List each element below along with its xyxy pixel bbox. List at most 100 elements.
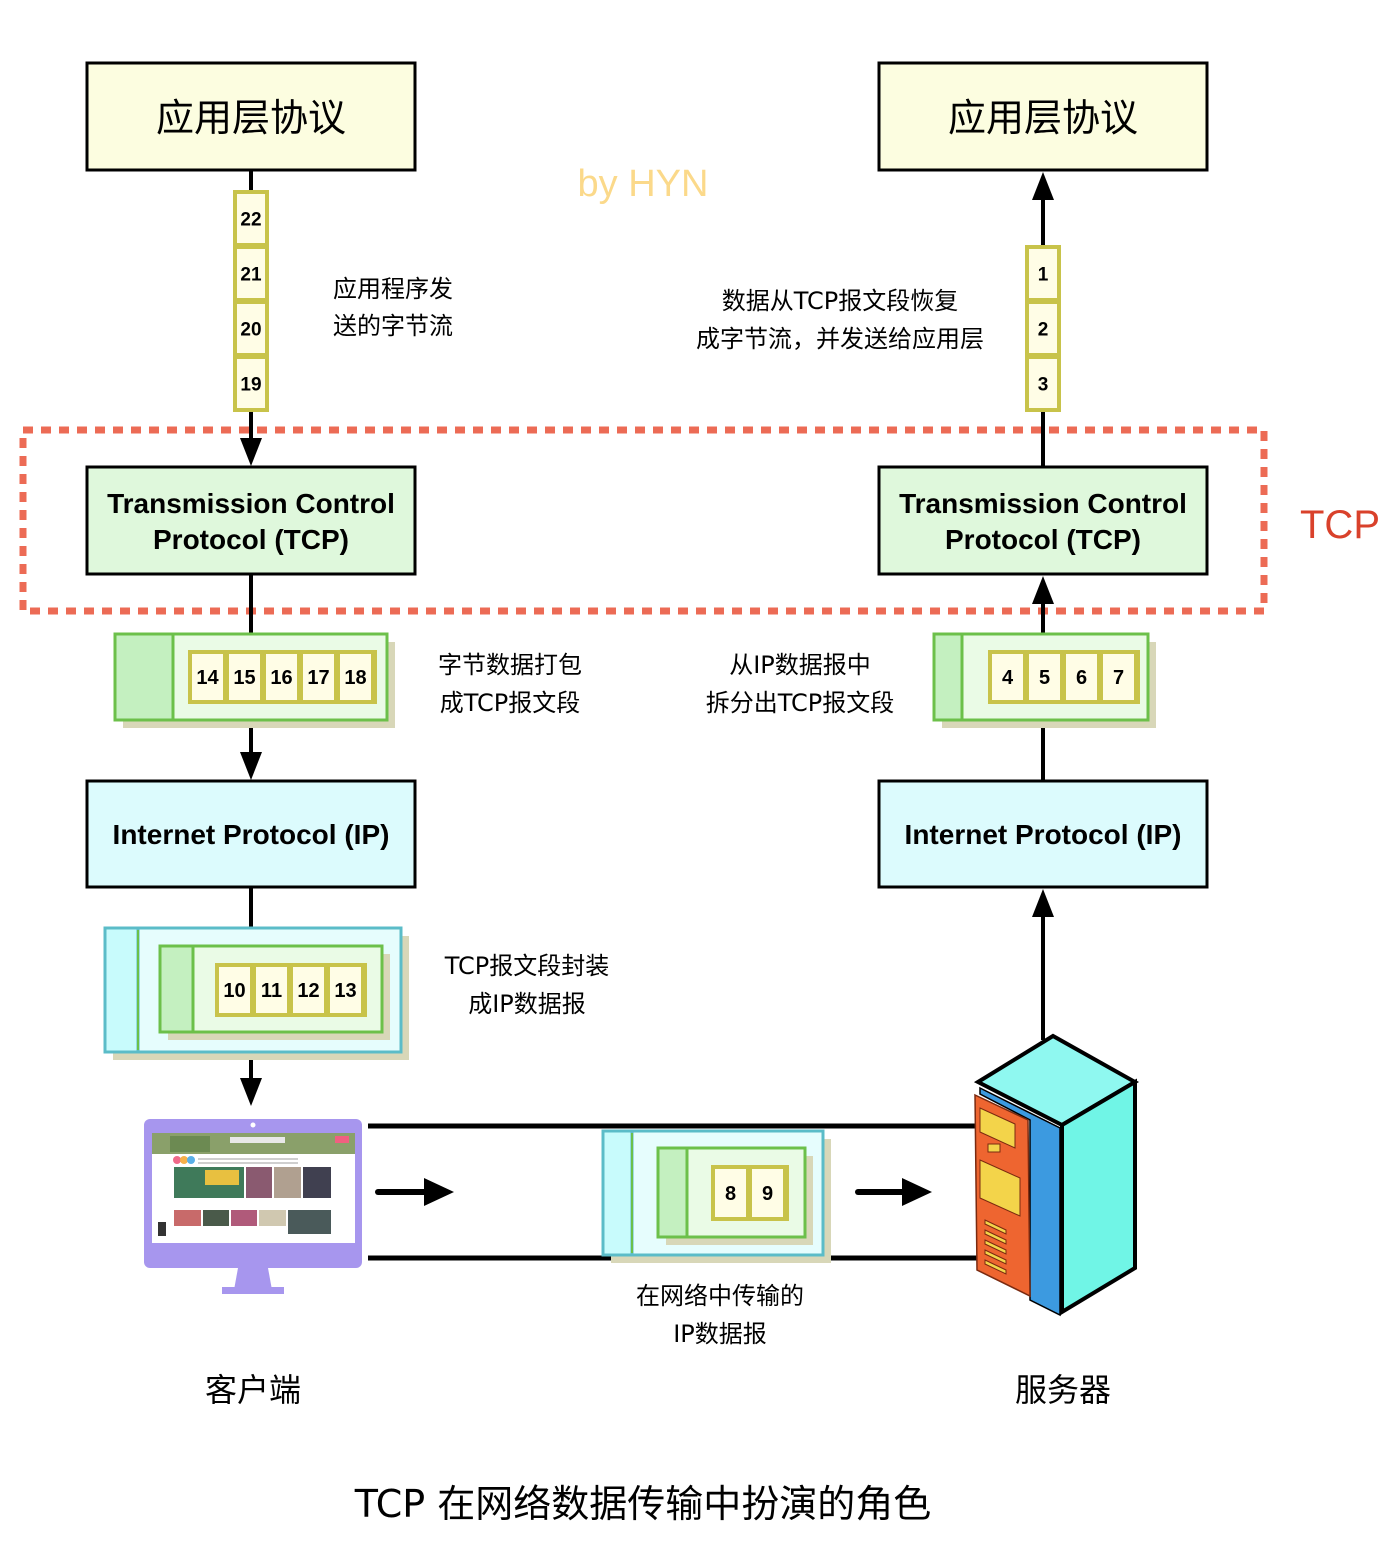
byte-cell: 7 [1099,650,1138,704]
client-arrow-to-host-icon [240,1078,262,1106]
server-tcp-layer-box: Transmission Control Protocol (TCP) [877,465,1209,576]
byte-number: 13 [334,980,356,1002]
client-ip-datagram: 10 11 12 13 [103,926,409,1060]
client-tcp-layer-box: Transmission Control Protocol (TCP) [85,465,417,576]
client-app-layer-box: 应用层协议 [85,61,417,172]
byte-cell: 13 [326,963,365,1017]
byte-number: 10 [223,980,245,1002]
byte-number: 16 [270,667,292,689]
client-app-layer-label: 应用层协议 [156,96,346,140]
byte-number: 15 [233,667,255,689]
byte-number: 20 [240,319,261,340]
client-ip-layer-box: Internet Protocol (IP) [85,779,417,889]
byte-number: 3 [1038,374,1049,395]
server-arrow-to-app-icon [1032,172,1054,200]
byte-cell: 22 [233,190,269,247]
byte-number: 1 [1038,264,1049,285]
byte-cell: 16 [262,650,301,704]
client-segment-note-line2: 成TCP报文段 [440,689,580,717]
server-byte-stream: 1 2 3 [1025,245,1061,412]
byte-cell: 15 [225,650,264,704]
server-segment-note-line1: 从IP数据报中 [729,651,871,679]
byte-cell: 10 [215,963,254,1017]
client-computer-icon [144,1119,362,1294]
server-label: 服务器 [1015,1371,1111,1409]
client-datagram-note-line1: TCP报文段封装 [444,952,609,980]
client-segment-note-line1: 字节数据打包 [438,651,582,679]
byte-number: 21 [240,264,262,285]
server-arrow-to-ip-icon [1032,889,1054,917]
client-arrow-to-tcp-icon [240,438,262,466]
byte-number: 5 [1039,667,1050,689]
byte-number: 2 [1038,319,1049,340]
server-arrow-to-tcp-icon [1032,576,1054,604]
byte-cell: 9 [748,1165,787,1221]
client-datagram-note-line2: 成IP数据报 [468,990,586,1018]
network-arrow-left-icon [424,1178,454,1206]
tcp-header [932,632,964,722]
server-byte-stream-note-line2: 成字节流，并发送给应用层 [696,325,984,353]
byte-cell: 5 [1025,650,1064,704]
watermark: by HYN [578,163,709,205]
client-ip-layer-label: Internet Protocol (IP) [113,819,390,850]
server-connectors [1032,172,1054,1040]
network-note-line1: 在网络中传输的 [636,1282,804,1310]
byte-cell: 19 [233,355,269,412]
byte-cell: 20 [233,300,269,357]
network-arrow-right-icon [902,1178,932,1206]
ip-header [601,1129,634,1257]
byte-number: 11 [261,980,282,1002]
client-label: 客户端 [205,1371,301,1409]
byte-cell: 11 [252,963,291,1017]
byte-number: 14 [196,667,219,689]
tcp-region-outline [19,426,1268,615]
client-byte-stream: 22 21 20 19 [233,190,269,412]
server-tcp-layer-label-line1: Transmission Control [899,488,1187,519]
tcp-region-label: TCP [1300,503,1380,547]
diagram-caption: TCP 在网络数据传输中扮演的角色 [354,1482,932,1526]
byte-cell: 6 [1062,650,1101,704]
ip-header [103,926,140,1054]
tcp-header [158,944,195,1034]
server-ip-layer-label: Internet Protocol (IP) [905,819,1182,850]
byte-number: 8 [725,1183,736,1205]
server-tcp-segment: 4 5 6 7 [932,632,1156,728]
byte-cell: 18 [336,650,375,704]
byte-number: 7 [1113,667,1124,689]
client-arrow-to-ip-icon [240,752,262,780]
client-connectors [240,170,262,1106]
network-note-line2: IP数据报 [673,1320,767,1348]
byte-cell: 14 [188,650,227,704]
byte-number: 12 [297,980,319,1002]
server-tower-icon [973,1033,1140,1317]
client-tcp-layer-label-line2: Protocol (TCP) [153,524,349,555]
server-ip-layer-box: Internet Protocol (IP) [877,779,1209,889]
byte-cell: 17 [299,650,338,704]
tcp-header [656,1146,689,1239]
server-tcp-layer-label-line2: Protocol (TCP) [945,524,1141,555]
byte-number: 9 [762,1183,773,1205]
byte-number: 18 [344,667,366,689]
byte-number: 22 [240,209,261,230]
byte-cell: 21 [233,245,269,302]
client-tcp-segment: 14 15 16 17 18 [113,632,395,728]
byte-cell: 3 [1025,355,1061,412]
server-segment-note-line2: 拆分出TCP报文段 [706,689,894,717]
byte-cell: 8 [711,1165,750,1221]
byte-number: 6 [1076,667,1087,689]
client-byte-stream-note-line2: 送的字节流 [333,312,453,340]
byte-cell: 1 [1025,245,1061,302]
byte-cell: 4 [988,650,1027,704]
tcp-header [113,632,175,722]
byte-number: 17 [307,667,329,689]
byte-number: 4 [1002,667,1014,689]
client-tcp-layer-label-line1: Transmission Control [107,488,395,519]
byte-cell: 2 [1025,300,1061,357]
server-byte-stream-note-line1: 数据从TCP报文段恢复 [722,287,958,315]
server-app-layer-label: 应用层协议 [948,96,1138,140]
byte-number: 19 [240,374,261,395]
client-byte-stream-note-line1: 应用程序发 [333,275,453,303]
server-app-layer-box: 应用层协议 [877,61,1209,172]
